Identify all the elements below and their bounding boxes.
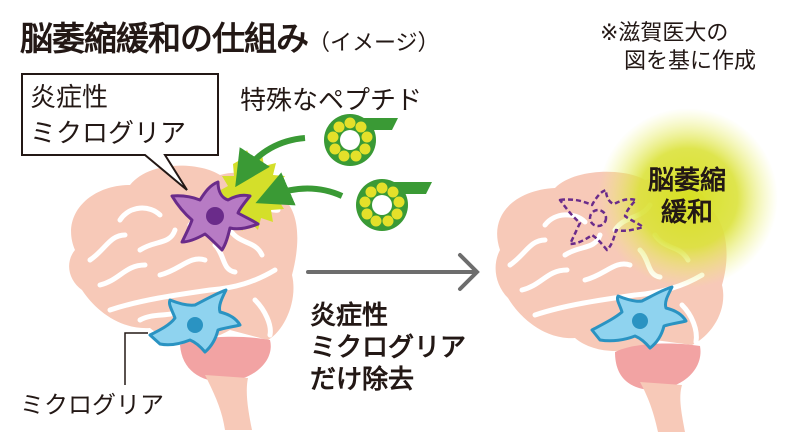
callout-line2: ミクログリア bbox=[30, 119, 187, 149]
peptide-label: 特殊なペプチド bbox=[240, 86, 423, 116]
microglia-cell-right bbox=[590, 285, 688, 350]
transition-label: 炎症性 ミクログリア だけ除去 bbox=[310, 300, 466, 396]
effect-label: 脳萎縮 緩和 bbox=[648, 165, 726, 229]
transition-line3: だけ除去 bbox=[310, 365, 415, 395]
transition-line2: ミクログリア bbox=[310, 333, 467, 363]
page-title: 脳萎縮緩和の仕組み（イメージ） bbox=[20, 12, 440, 60]
source-note-line2: 図を基に作成 bbox=[624, 49, 757, 74]
peptide-1 bbox=[324, 114, 398, 166]
microglia-label: ミクログリア bbox=[20, 391, 164, 419]
effect-line1: 脳萎縮 bbox=[648, 166, 727, 196]
callout-label: 炎症性 ミクログリア bbox=[30, 80, 186, 152]
callout-box bbox=[21, 73, 219, 191]
inflammatory-microglia-cell bbox=[170, 180, 260, 252]
source-note-line1: ※滋賀医大の bbox=[600, 21, 729, 46]
source-note: ※滋賀医大の 図を基に作成 bbox=[600, 20, 756, 76]
left-brain-stem bbox=[205, 375, 252, 430]
microglia-cell-left bbox=[148, 288, 242, 354]
transition-arrow-icon bbox=[306, 253, 480, 291]
callout-line1: 炎症性 bbox=[30, 83, 109, 113]
title-main: 脳萎縮緩和の仕組み bbox=[20, 19, 309, 58]
right-brain-stem bbox=[640, 382, 685, 432]
microglia-leader-line bbox=[124, 332, 148, 385]
effect-line2: 緩和 bbox=[661, 198, 714, 228]
removed-microglia-outline bbox=[558, 188, 645, 252]
title-sub: （イメージ） bbox=[308, 31, 440, 56]
peptide-2 bbox=[356, 179, 432, 231]
relief-glow bbox=[598, 108, 778, 288]
peptide-arrow-1 bbox=[235, 135, 306, 188]
peptide-arrow-2 bbox=[255, 172, 344, 206]
right-brain-cerebellum bbox=[615, 343, 701, 390]
transition-line1: 炎症性 bbox=[310, 301, 389, 331]
